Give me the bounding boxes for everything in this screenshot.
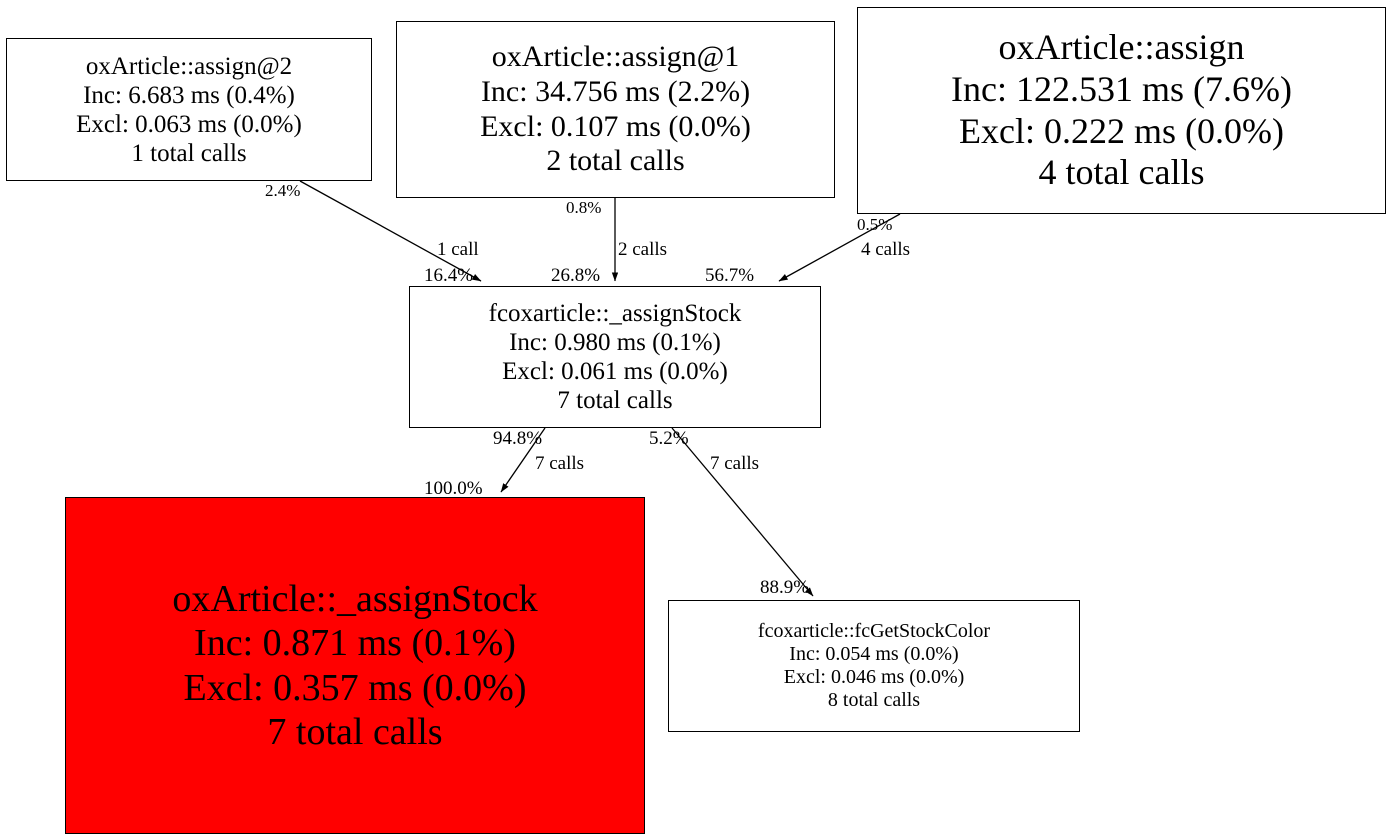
- edge-label-head-pct-e5: 88.9%: [760, 577, 810, 598]
- edge-label-calls-e4: 7 calls: [535, 453, 585, 474]
- edge-label-tail-pct-e3: 0.5%: [857, 215, 893, 234]
- node-exclusive: Excl: 0.107 ms (0.0%): [480, 109, 751, 143]
- node-inclusive: Inc: 0.980 ms (0.1%): [509, 329, 721, 356]
- node-title: oxArticle::_assignStock: [172, 578, 538, 621]
- node-total-calls: 4 total calls: [1038, 152, 1205, 193]
- node-inclusive: Inc: 34.756 ms (2.2%): [480, 74, 751, 108]
- edge-label-calls-e1: 1 call: [437, 239, 479, 260]
- node-exclusive: Excl: 0.357 ms (0.0%): [183, 666, 527, 709]
- node-exclusive: Excl: 0.061 ms (0.0%): [502, 358, 728, 385]
- edge-label-head-pct-e2: 26.8%: [551, 265, 601, 286]
- node-title: fcoxarticle::fcGetStockColor: [757, 619, 991, 642]
- node-fcoxarticle-fcgetstockcolor[interactable]: fcoxarticle::fcGetStockColor Inc: 0.054 …: [668, 600, 1080, 732]
- node-title: oxArticle::assign: [998, 27, 1245, 67]
- node-oxarticle-assignstock-highlighted[interactable]: oxArticle::_assignStock Inc: 0.871 ms (0…: [65, 497, 645, 834]
- edge-label-head-pct-e1: 16.4%: [424, 265, 474, 286]
- edge-label-tail-pct-e4: 94.8%: [493, 428, 543, 449]
- node-inclusive: Inc: 6.683 ms (0.4%): [83, 81, 295, 109]
- node-exclusive: Excl: 0.222 ms (0.0%): [959, 110, 1284, 151]
- node-total-calls: 2 total calls: [546, 144, 685, 178]
- node-oxarticle-assign-2[interactable]: oxArticle::assign@2 Inc: 6.683 ms (0.4%)…: [6, 38, 372, 181]
- node-oxarticle-assign[interactable]: oxArticle::assign Inc: 122.531 ms (7.6%)…: [857, 7, 1386, 214]
- edge-label-head-pct-e4: 100.0%: [424, 478, 483, 499]
- node-total-calls: 8 total calls: [827, 689, 921, 712]
- node-title: oxArticle::assign@2: [85, 52, 293, 80]
- node-total-calls: 7 total calls: [267, 710, 443, 753]
- edge-label-calls-e2: 2 calls: [618, 239, 668, 260]
- node-title: fcoxarticle::_assignStock: [488, 300, 742, 327]
- edge-label-tail-pct-e2: 0.8%: [566, 198, 602, 217]
- node-total-calls: 7 total calls: [557, 387, 673, 414]
- node-inclusive: Inc: 0.054 ms (0.0%): [789, 642, 959, 665]
- edge-label-calls-e3: 4 calls: [861, 239, 911, 260]
- node-fcoxarticle-assignstock[interactable]: fcoxarticle::_assignStock Inc: 0.980 ms …: [409, 286, 821, 428]
- node-exclusive: Excl: 0.046 ms (0.0%): [783, 666, 965, 688]
- edge-label-tail-pct-e1: 2.4%: [265, 181, 301, 200]
- node-inclusive: Inc: 0.871 ms (0.1%): [194, 622, 516, 665]
- node-oxarticle-assign-1[interactable]: oxArticle::assign@1 Inc: 34.756 ms (2.2%…: [396, 21, 835, 198]
- edge-label-calls-e5: 7 calls: [710, 453, 760, 474]
- edge-label-tail-pct-e5: 5.2%: [649, 428, 689, 449]
- node-exclusive: Excl: 0.063 ms (0.0%): [76, 110, 302, 138]
- edge-label-head-pct-e3: 56.7%: [705, 265, 755, 286]
- node-total-calls: 1 total calls: [131, 139, 247, 167]
- node-inclusive: Inc: 122.531 ms (7.6%): [951, 68, 1292, 109]
- node-title: oxArticle::assign@1: [491, 39, 740, 73]
